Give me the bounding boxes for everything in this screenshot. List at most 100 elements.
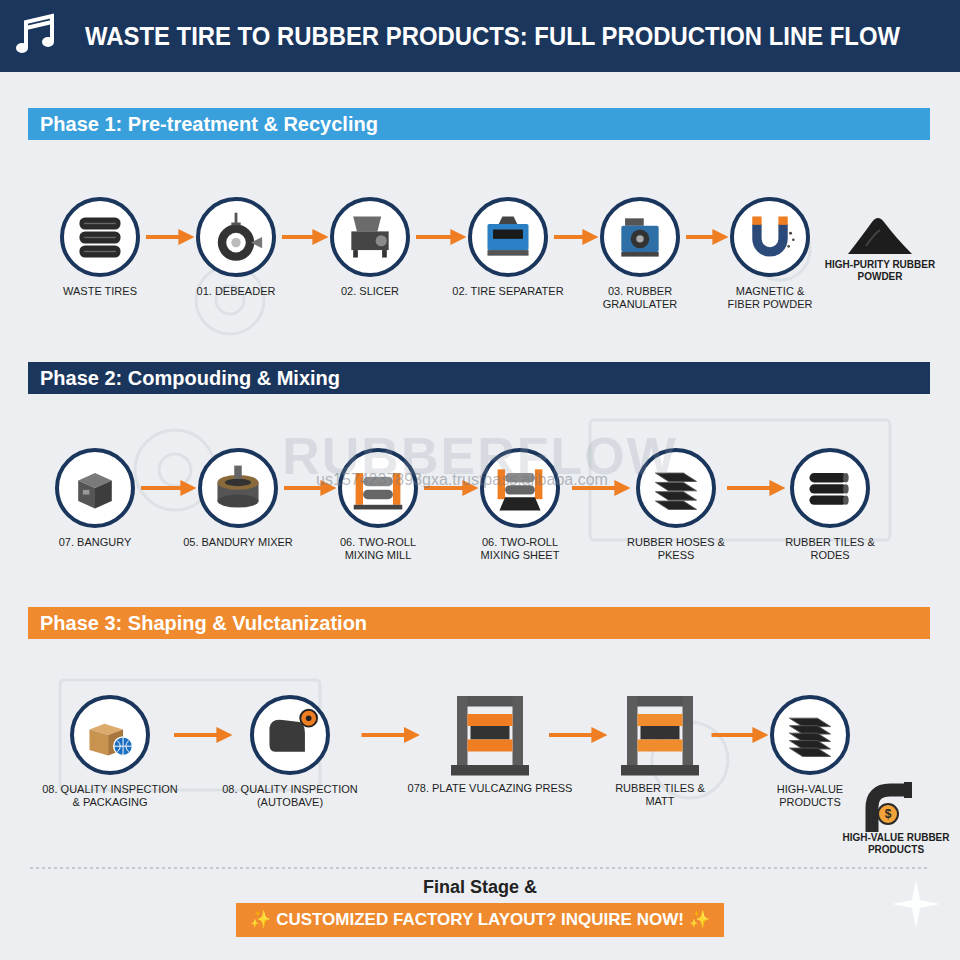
station-label: 08. QUALITY INSPECTION & PACKAGING bbox=[40, 783, 180, 809]
flow-arrow bbox=[282, 235, 322, 239]
icon-part bbox=[114, 737, 133, 756]
flow-arrow bbox=[727, 486, 779, 490]
music-icon bbox=[16, 16, 54, 53]
icon-part bbox=[353, 216, 381, 231]
station-label: 07. BANGURY bbox=[45, 536, 145, 549]
icon-part bbox=[535, 469, 542, 499]
phase-band: Phase 2: Compouding & Mixing bbox=[28, 362, 930, 394]
machine-icon bbox=[72, 209, 128, 265]
icon-part bbox=[300, 710, 317, 727]
icon-part bbox=[79, 231, 120, 243]
icon-part bbox=[84, 251, 116, 252]
icon-part bbox=[251, 237, 262, 248]
process-station: 078. PLATE VULCAZING PRESS bbox=[445, 690, 535, 780]
icon-part bbox=[789, 232, 792, 235]
icon-part bbox=[655, 482, 696, 490]
station-label: 03. RUBBER GRANULATER bbox=[590, 285, 690, 311]
process-station: 02. TIRE SEPARATER bbox=[468, 197, 548, 277]
icon-part bbox=[621, 226, 658, 252]
icon-part bbox=[363, 477, 393, 486]
icon-part bbox=[638, 714, 683, 726]
machine-icon bbox=[612, 209, 668, 265]
icon-part bbox=[638, 740, 683, 752]
icon-part bbox=[792, 238, 795, 241]
icon-part bbox=[621, 252, 658, 257]
process-station: 05. BANDURY MIXER bbox=[198, 448, 278, 528]
flow-arrow bbox=[549, 733, 601, 737]
icon-part bbox=[787, 245, 790, 248]
station-label: 078. PLATE VULCAZING PRESS bbox=[405, 782, 575, 795]
machine-icon bbox=[82, 707, 138, 763]
icon-part bbox=[225, 479, 251, 486]
icon-part bbox=[354, 505, 403, 510]
machine-icon bbox=[67, 460, 123, 516]
phase-heading: Phase 1: Pre-treatment & Recycling bbox=[40, 108, 918, 140]
watermark: RUBBERFLOW bbox=[200, 428, 760, 484]
machine-icon bbox=[262, 707, 318, 763]
machine-icon bbox=[648, 460, 704, 516]
flow-arrow bbox=[686, 235, 722, 239]
icon-part bbox=[683, 696, 694, 768]
icon-part bbox=[353, 250, 358, 257]
icon-part bbox=[636, 235, 643, 242]
icon-part bbox=[505, 473, 535, 482]
flow-arrow bbox=[572, 486, 624, 490]
product-label: HIGH-PURITY RUBBER POWDER bbox=[815, 259, 945, 283]
icon-part bbox=[505, 485, 535, 494]
machine-icon bbox=[492, 460, 548, 516]
process-station: 08. QUALITY INSPECTION (AUTOBAVE) bbox=[250, 695, 330, 775]
machine-icon bbox=[210, 460, 266, 516]
icon-part bbox=[468, 740, 513, 752]
icon-part bbox=[641, 726, 680, 740]
icon-part bbox=[376, 235, 387, 246]
process-station: RUBBER TILES & RODES bbox=[790, 448, 870, 528]
icon-part bbox=[752, 216, 761, 224]
icon-part bbox=[843, 495, 849, 504]
icon-part bbox=[621, 765, 699, 776]
icon-part bbox=[809, 495, 846, 504]
station-label: RUBBER TILES & MATT bbox=[610, 782, 710, 808]
process-station: 03. RUBBER GRANULATER bbox=[600, 197, 680, 277]
icon-part bbox=[631, 230, 650, 249]
background-gears bbox=[60, 220, 890, 798]
icon-part bbox=[79, 217, 120, 229]
icon-part bbox=[84, 223, 116, 224]
rubber-powder-pile bbox=[848, 218, 912, 254]
icon-part bbox=[487, 250, 528, 256]
flow-arrow bbox=[554, 235, 592, 239]
flow-arrow bbox=[141, 486, 190, 490]
icon-part bbox=[778, 216, 787, 224]
process-station: HIGH-VALUE PRODUCTS bbox=[770, 695, 850, 775]
flow-arrow bbox=[712, 733, 763, 737]
icon-part bbox=[351, 231, 388, 250]
icon-part bbox=[655, 501, 696, 509]
icon-part bbox=[78, 481, 95, 509]
icon-part bbox=[843, 473, 849, 482]
flow-arrow bbox=[362, 733, 414, 737]
icon-part bbox=[89, 729, 108, 755]
separator-line bbox=[30, 867, 930, 869]
station-label: RUBBER HOSES & PKESS bbox=[620, 536, 732, 562]
process-station: 06. TWO-ROLL MIXING SHEET bbox=[480, 448, 560, 528]
process-station: 02. SLICER bbox=[330, 197, 410, 277]
station-label: 02. SLICER bbox=[320, 285, 420, 298]
icon-part bbox=[114, 737, 133, 756]
icon-part bbox=[499, 497, 540, 510]
process-station: RUBBER HOSES & PKESS bbox=[636, 448, 716, 528]
product-label: HIGH-VALUE RUBBER PRODUCTS bbox=[840, 832, 952, 856]
icon-part bbox=[393, 473, 400, 505]
stage-caption: Final Stage & bbox=[330, 876, 630, 898]
icon-part bbox=[809, 473, 846, 482]
station-label: 06. TWO-ROLL MIXING SHEET bbox=[464, 536, 576, 562]
title-bar bbox=[0, 0, 960, 72]
machine-icon bbox=[802, 460, 858, 516]
station-label: MAGNETIC & FIBER POWDER bbox=[720, 285, 820, 311]
icon-part bbox=[655, 492, 696, 500]
machine-icon bbox=[350, 460, 406, 516]
flow-arrow bbox=[146, 235, 188, 239]
phase-band: Phase 3: Shaping & Vulctanization bbox=[28, 607, 930, 639]
station-label: RUBBER TILES & RODES bbox=[768, 536, 892, 562]
icon-part bbox=[79, 245, 120, 257]
machine-icon bbox=[742, 209, 798, 265]
